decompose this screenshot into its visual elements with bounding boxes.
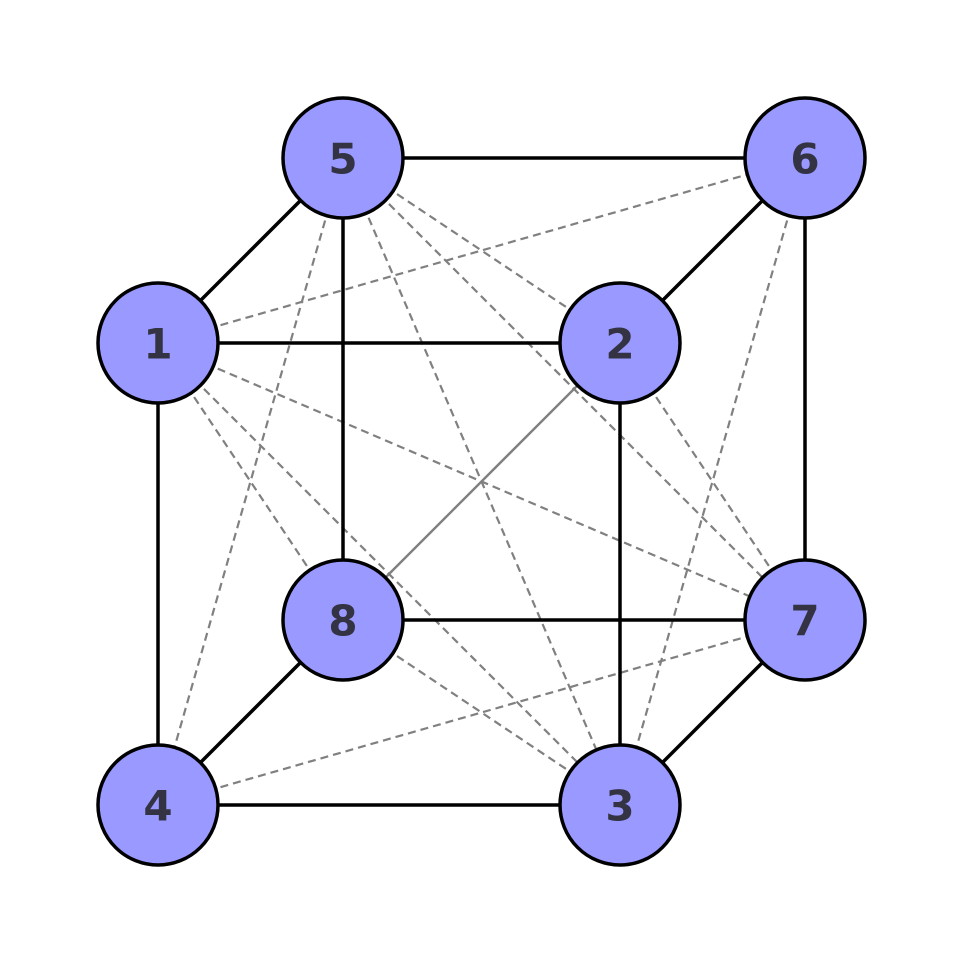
node-label: 1 <box>143 320 172 369</box>
node-label: 3 <box>605 782 634 831</box>
node-label: 4 <box>143 782 172 831</box>
node-8: 8 <box>281 558 405 682</box>
node-6: 6 <box>743 96 867 220</box>
node-2: 2 <box>558 281 682 405</box>
node-1: 1 <box>96 281 220 405</box>
node-circle <box>96 281 220 405</box>
node-circle <box>558 743 682 867</box>
node-circle <box>281 558 405 682</box>
edge-5-4 <box>156 157 345 806</box>
edges-layer <box>156 156 807 807</box>
node-label: 8 <box>328 597 357 646</box>
node-circle <box>281 96 405 220</box>
node-5: 5 <box>281 96 405 220</box>
node-4: 4 <box>96 743 220 867</box>
nodes-layer: 1 2 3 4 5 6 7 8 <box>96 96 867 867</box>
node-label: 7 <box>790 597 819 646</box>
node-7: 7 <box>743 558 867 682</box>
edge-4-7 <box>157 618 806 807</box>
node-circle <box>743 96 867 220</box>
node-circle <box>96 743 220 867</box>
node-circle <box>743 558 867 682</box>
node-label: 6 <box>790 135 819 184</box>
node-label: 2 <box>605 320 634 369</box>
node-label: 5 <box>328 135 357 184</box>
node-3: 3 <box>558 743 682 867</box>
edge-2-8 <box>342 342 621 621</box>
edge-1-6 <box>157 156 806 345</box>
edge-6-3 <box>618 157 807 806</box>
node-circle <box>558 281 682 405</box>
